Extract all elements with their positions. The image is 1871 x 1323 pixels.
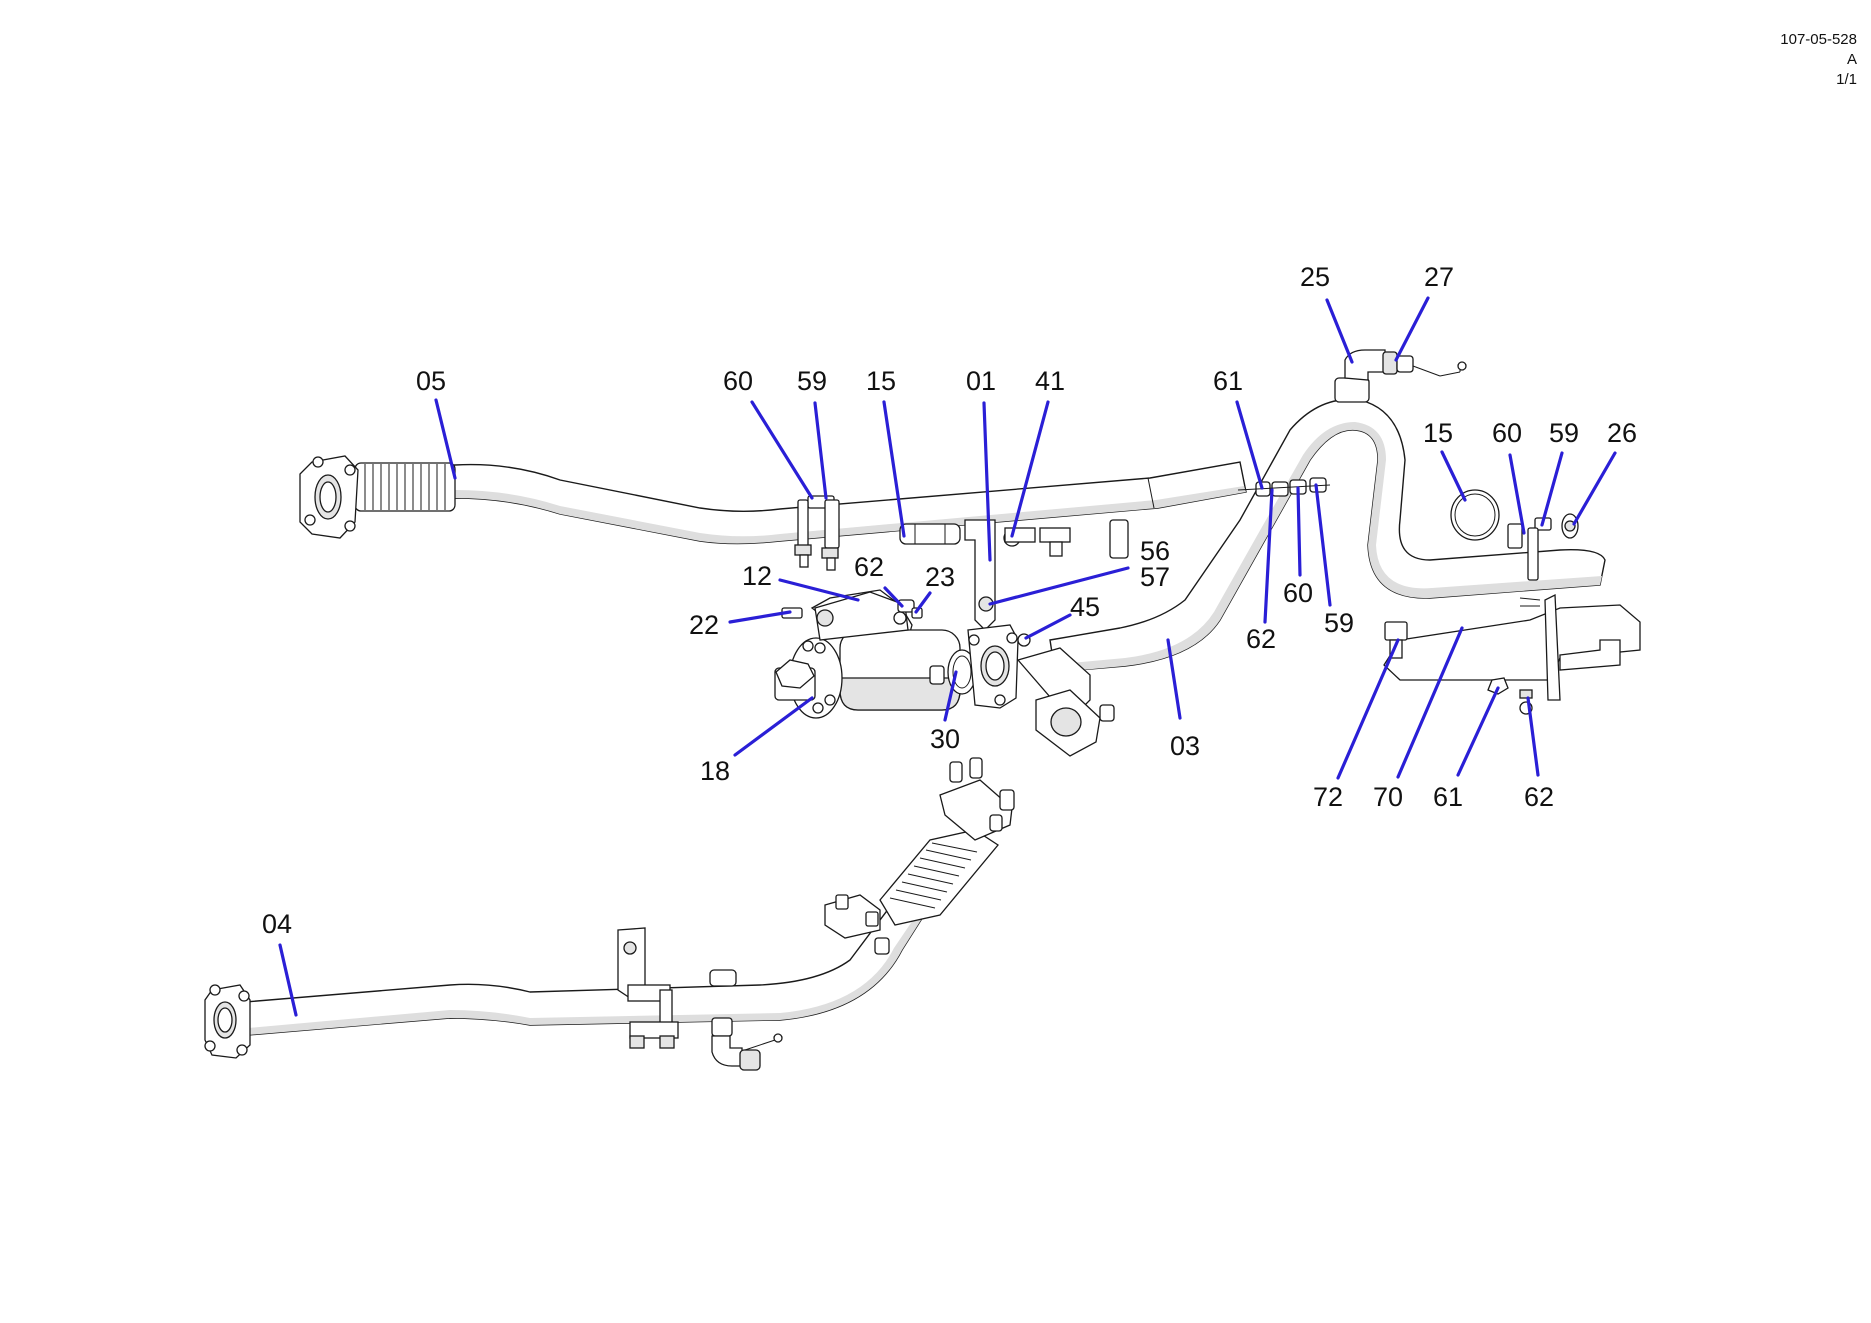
leader-60b bbox=[1508, 453, 1526, 535]
leader-18 bbox=[733, 696, 814, 757]
leader-15a bbox=[882, 400, 906, 538]
leader-05 bbox=[434, 398, 457, 480]
callout-60: 60 bbox=[1492, 418, 1522, 448]
bellows-05 bbox=[354, 462, 456, 512]
outlet-flange bbox=[1016, 647, 1115, 757]
leader-03 bbox=[1166, 638, 1182, 720]
callout-12: 12 bbox=[742, 561, 772, 591]
callout-45: 45 bbox=[1070, 592, 1100, 622]
leader-62a bbox=[883, 586, 904, 608]
leader-01 bbox=[982, 401, 992, 562]
leader-04 bbox=[278, 943, 298, 1017]
leader-59b bbox=[1540, 451, 1564, 527]
leader-15b bbox=[1440, 450, 1467, 502]
callout-15: 15 bbox=[1423, 418, 1453, 448]
callout-01: 01 bbox=[966, 366, 996, 396]
elbow-25 bbox=[1334, 349, 1467, 403]
callout-27: 27 bbox=[1424, 262, 1454, 292]
callout-60: 60 bbox=[1283, 578, 1313, 608]
callout-56: 56 bbox=[1140, 536, 1170, 566]
flange-05 bbox=[299, 455, 359, 539]
flange-04 bbox=[204, 984, 251, 1059]
flange-04-upper bbox=[939, 757, 1015, 841]
leader-lines bbox=[278, 296, 1617, 1017]
leader-62b bbox=[1263, 488, 1274, 624]
leader-30 bbox=[943, 670, 958, 722]
document-revision: A bbox=[1846, 51, 1857, 68]
callout-23: 23 bbox=[925, 562, 955, 592]
callout-30: 30 bbox=[930, 724, 960, 754]
support-bracket-70 bbox=[1383, 593, 1641, 701]
callout-62: 62 bbox=[1524, 782, 1554, 812]
leader-5657 bbox=[988, 566, 1130, 606]
flange-45 bbox=[967, 624, 1031, 709]
leader-61a bbox=[1235, 400, 1264, 490]
callout-59: 59 bbox=[1549, 418, 1579, 448]
document-number: 107-05-528 bbox=[1780, 31, 1857, 48]
callout-05: 05 bbox=[416, 366, 446, 396]
leader-41 bbox=[1010, 400, 1050, 538]
seal-ring-15 bbox=[1450, 489, 1500, 541]
leader-62c bbox=[1526, 696, 1540, 777]
pipe-03 bbox=[1049, 398, 1606, 673]
callout-25: 25 bbox=[1300, 262, 1330, 292]
leader-23 bbox=[914, 591, 932, 614]
leader-27 bbox=[1394, 296, 1430, 362]
document-sheet: 1/1 bbox=[1836, 71, 1857, 88]
clamp-upper-left bbox=[794, 495, 840, 571]
callout-59: 59 bbox=[797, 366, 827, 396]
callout-57: 57 bbox=[1140, 562, 1170, 592]
callout-26: 26 bbox=[1607, 418, 1637, 448]
callout-59: 59 bbox=[1324, 608, 1354, 638]
clamp-lower-right bbox=[824, 894, 890, 955]
leader-25 bbox=[1325, 298, 1354, 364]
callout-72: 72 bbox=[1313, 782, 1343, 812]
bellows-04 bbox=[879, 829, 999, 926]
leader-12 bbox=[778, 578, 860, 602]
leader-60a bbox=[750, 400, 814, 500]
callout-62: 62 bbox=[1246, 624, 1276, 654]
leader-61b bbox=[1456, 686, 1500, 777]
callout-03: 03 bbox=[1170, 731, 1200, 761]
leader-59c bbox=[1314, 483, 1332, 607]
leader-22 bbox=[728, 610, 792, 624]
callout-labels: 05 60 59 15 01 41 61 25 27 15 60 59 26 1… bbox=[262, 262, 1637, 939]
plate-12 bbox=[781, 591, 923, 641]
callout-60: 60 bbox=[723, 366, 753, 396]
callout-15: 15 bbox=[866, 366, 896, 396]
hanger-lower bbox=[617, 927, 737, 1049]
pipe-band-15 bbox=[899, 523, 961, 545]
lower-fitting bbox=[711, 1017, 783, 1071]
callout-70: 70 bbox=[1373, 782, 1403, 812]
callout-04: 04 bbox=[262, 909, 292, 939]
callout-61: 61 bbox=[1213, 366, 1243, 396]
leader-70 bbox=[1396, 626, 1464, 779]
callout-22: 22 bbox=[689, 610, 719, 640]
callout-41: 41 bbox=[1035, 366, 1065, 396]
leader-26 bbox=[1572, 451, 1617, 526]
leader-60c bbox=[1296, 486, 1302, 577]
document-header: 107-05-528 A 1/1 bbox=[1780, 30, 1857, 90]
callout-61: 61 bbox=[1433, 782, 1463, 812]
callout-62: 62 bbox=[854, 552, 884, 582]
leader-72 bbox=[1336, 638, 1400, 780]
callout-18: 18 bbox=[700, 756, 730, 786]
leader-45 bbox=[1024, 613, 1072, 640]
leader-59a bbox=[813, 401, 828, 500]
